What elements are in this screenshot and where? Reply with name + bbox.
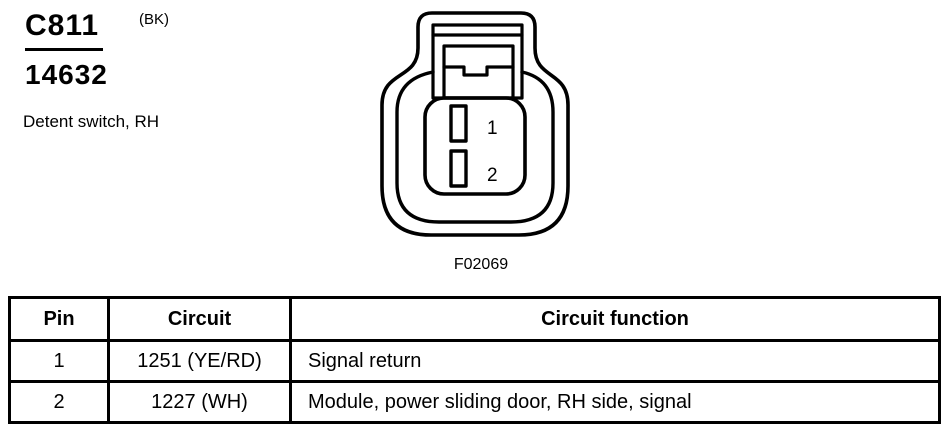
circuit-function-cell: Signal return: [289, 339, 941, 383]
terminal-slot-1: [449, 104, 468, 143]
circuit-function-cell: Module, power sliding door, RH side, sig…: [289, 380, 941, 424]
part-number: 14632: [25, 59, 108, 90]
connector-color-code: (BK): [139, 11, 169, 28]
table-header-row: Pin Circuit Circuit function: [8, 296, 941, 342]
figure-id: F02069: [454, 256, 508, 273]
column-header-circuit: Circuit: [107, 296, 292, 342]
table-row: 2 1227 (WH) Module, power sliding door, …: [8, 380, 941, 424]
pin-cell: 2: [8, 380, 110, 424]
column-header-circuit-function: Circuit function: [289, 296, 941, 342]
seal-ring-outline: [395, 70, 555, 224]
latch-tab-inner: [442, 44, 515, 100]
connector-description: Detent switch, RH: [23, 112, 160, 131]
pin-2-label: 2: [487, 165, 498, 186]
outer-shell-outline: [380, 11, 570, 237]
terminal-slot-2: [449, 149, 468, 188]
terminal-body: [423, 96, 527, 196]
fraction-bar: [25, 48, 103, 51]
pin-table: Pin Circuit Circuit function 1 1251 (YE/…: [8, 296, 941, 424]
circuit-cell: 1251 (YE/RD): [107, 339, 292, 383]
column-header-pin: Pin: [8, 296, 110, 342]
circuit-cell: 1227 (WH): [107, 380, 292, 424]
pin-1-label: 1: [487, 118, 498, 139]
table-row: 1 1251 (YE/RD) Signal return: [8, 339, 941, 383]
connector-diagram: 1 2 F02069: [380, 11, 570, 273]
latch-notch: [442, 65, 515, 77]
connector-id: C811: [25, 9, 100, 42]
pin-cell: 1: [8, 339, 110, 383]
